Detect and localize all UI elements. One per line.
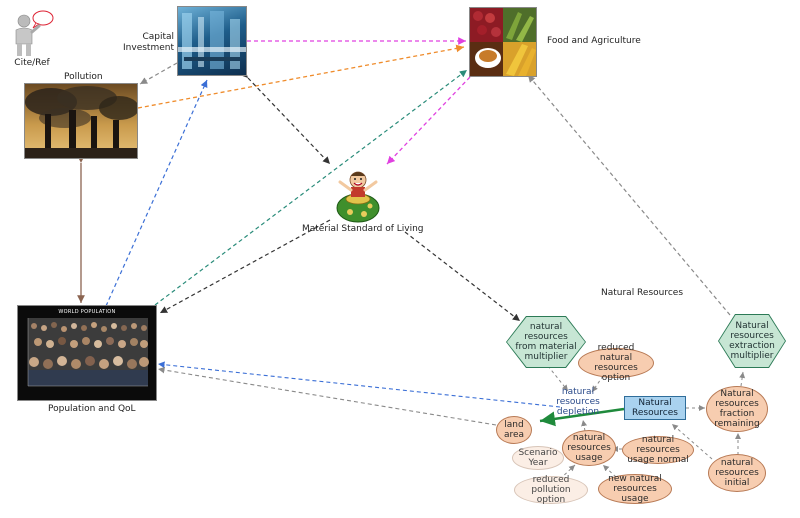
population-label: Population and QoL	[48, 404, 136, 414]
oval-land-area[interactable]: land area	[496, 416, 532, 444]
link-depletion-to-population	[157, 361, 561, 408]
population-image[interactable]: WORLD POPULATION	[18, 306, 156, 400]
oval-new-nr-usage[interactable]: new natural resources usage	[598, 474, 672, 504]
material-standard-label: Material Standard of Living	[302, 224, 424, 234]
link-food-material	[386, 68, 479, 165]
pollution-label: Pollution	[64, 72, 103, 82]
oval-nr-usage-normal[interactable]: natural resources usage normal	[622, 435, 694, 465]
link-material-to-population	[159, 219, 331, 314]
person-speech-icon	[15, 10, 54, 56]
oval-reduced-nr-option[interactable]: reduced natural resources option	[578, 343, 654, 383]
link-material-to-resources	[404, 231, 521, 322]
capital-investment-label: Capital Investment	[123, 32, 174, 53]
world-population-caption: WORLD POPULATION	[58, 309, 116, 315]
cite-ref-button[interactable]: Cite/Ref	[6, 6, 54, 68]
link-initial-to-stock	[671, 423, 713, 460]
oval-nr-initial[interactable]: natural resources initial	[708, 454, 766, 492]
oval-scenario-year[interactable]: Scenario Year	[512, 446, 564, 470]
link-extraction-to-food	[527, 74, 731, 316]
link-population-to-food	[154, 69, 468, 306]
food-icon	[470, 8, 536, 76]
smokestack-icon	[25, 86, 137, 158]
food-agriculture-label: Food and Agriculture	[547, 36, 641, 46]
oval-nr-usage[interactable]: natural resources usage	[562, 430, 616, 466]
link-capital-material	[240, 70, 331, 165]
food-agriculture-image[interactable]	[470, 8, 536, 76]
natural-resources-title: Natural Resources	[601, 288, 684, 298]
oval-fraction-remaining[interactable]: Natural resources fraction remaining	[706, 386, 768, 432]
oval-reduced-pollution[interactable]: reduced pollution option	[514, 475, 588, 505]
cite-ref-label: Cite/Ref	[14, 58, 50, 68]
link-hex-to-depletion	[547, 365, 569, 392]
link-fraction-to-extraction	[739, 371, 746, 387]
material-standard-icon[interactable]	[334, 164, 382, 224]
hex-resources-from-material-label: natural resources from material multipli…	[507, 317, 585, 367]
link-population-to-capital	[105, 79, 208, 307]
factory-icon	[178, 11, 246, 69]
flow-depletion	[539, 407, 625, 427]
link-usage-to-depletion	[581, 419, 588, 432]
crowd-chart-icon	[27, 318, 149, 387]
link-capital-to-pollution	[139, 62, 178, 85]
money-bag-icon	[336, 171, 380, 223]
stock-natural-resources[interactable]: Natural Resources	[624, 396, 686, 420]
capital-investment-image[interactable]	[178, 7, 246, 75]
link-landarea-to-population	[157, 366, 497, 426]
link-pollution-to-food	[137, 44, 465, 109]
pollution-image[interactable]	[25, 84, 137, 158]
depletion-label[interactable]: natural resources depletion	[556, 387, 600, 417]
